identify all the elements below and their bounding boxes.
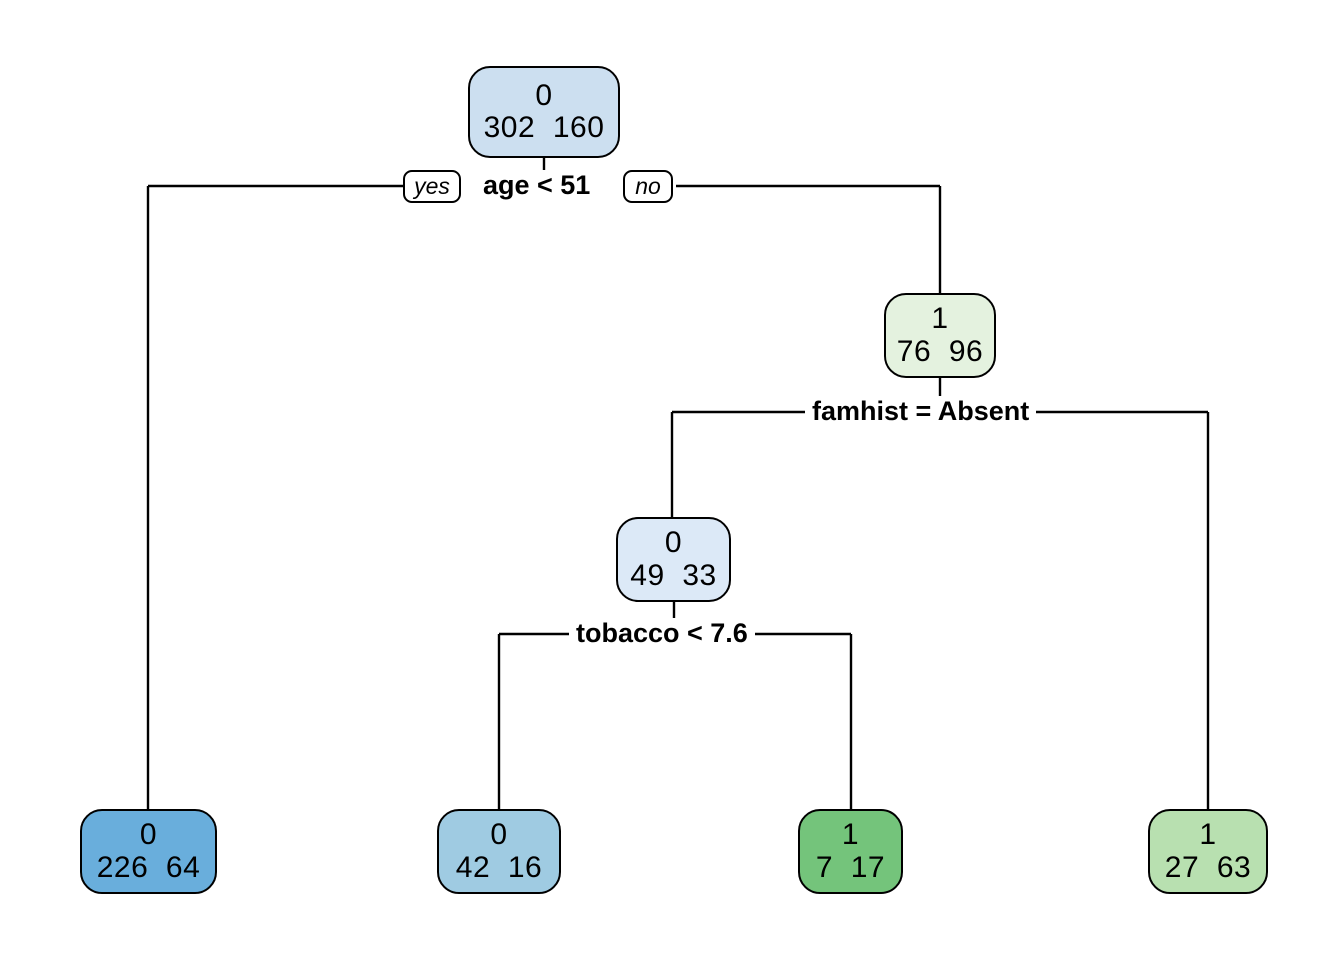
tree-node-famhist-absent[interactable]: 0 49 33 xyxy=(616,517,731,602)
split-label-tobacco: tobacco < 7.6 xyxy=(569,618,755,649)
tree-leaf-tobacco-yes[interactable]: 0 42 16 xyxy=(437,809,561,894)
tree-node-age-no[interactable]: 1 76 96 xyxy=(884,293,996,378)
node-class-label: 1 xyxy=(841,818,860,852)
branch-label-yes: yes xyxy=(403,170,461,203)
node-counts: 27 63 xyxy=(1164,850,1252,884)
node-class-label: 0 xyxy=(535,78,553,112)
tree-node-root[interactable]: 0 302 160 xyxy=(468,66,620,158)
tree-leaf-famhist-present[interactable]: 1 27 63 xyxy=(1148,809,1268,894)
tree-leaf-tobacco-no[interactable]: 1 7 17 xyxy=(798,809,903,894)
branch-label-no: no xyxy=(623,170,673,203)
tree-leaf-age-yes[interactable]: 0 226 64 xyxy=(80,809,217,894)
node-counts: 49 33 xyxy=(630,558,717,592)
node-counts: 7 17 xyxy=(815,850,886,884)
node-counts: 226 64 xyxy=(96,850,201,884)
split-label-age: age < 51 xyxy=(476,170,598,201)
node-counts: 302 160 xyxy=(483,111,605,144)
node-class-label: 0 xyxy=(490,818,508,852)
split-label-famhist: famhist = Absent xyxy=(805,396,1037,427)
node-counts: 76 96 xyxy=(896,334,984,368)
node-class-label: 0 xyxy=(664,526,683,560)
node-class-label: 1 xyxy=(931,302,949,336)
node-counts: 42 16 xyxy=(455,850,543,884)
node-class-label: 1 xyxy=(1199,818,1217,852)
node-class-label: 0 xyxy=(139,818,158,852)
